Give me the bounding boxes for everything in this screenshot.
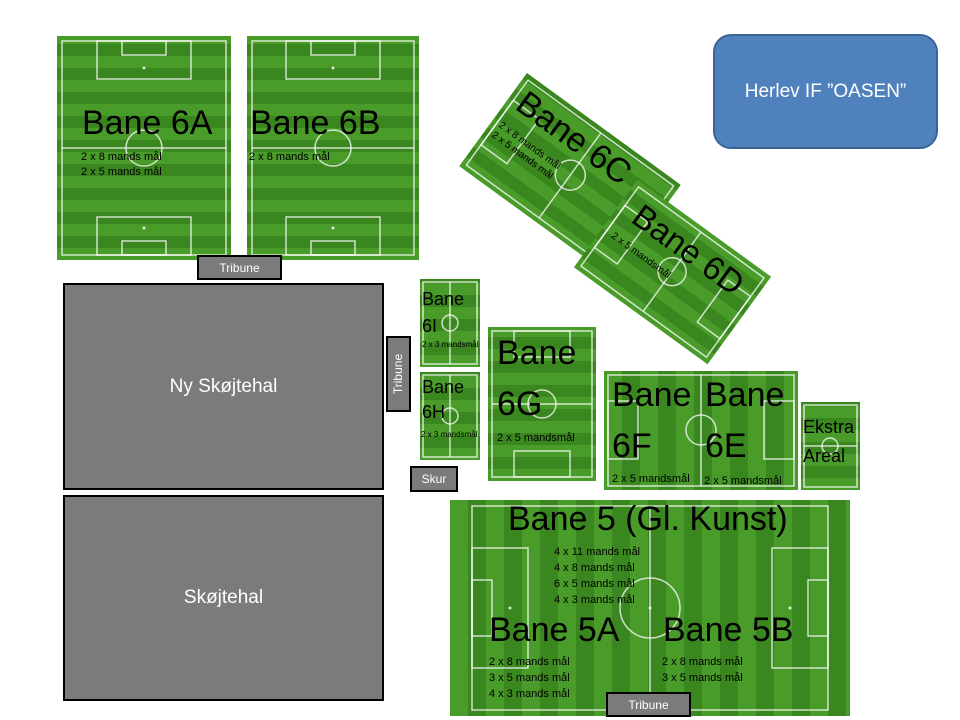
field-bane-6f-6e (604, 371, 798, 490)
field-note: 2 x 3 mandsmål (422, 340, 479, 349)
building-label: Skøjtehal (183, 587, 264, 608)
tribune-top: Tribune (197, 255, 282, 280)
field-note: 2 x 8 mands mål (662, 656, 743, 668)
field-label-bane-6b: Bane 6B (250, 104, 381, 142)
building-skojtehal: Skøjtehal (63, 495, 384, 701)
tribune-side: Tribune (386, 336, 411, 412)
tribune-bottom: Tribune (606, 692, 691, 717)
field-note: 2 x 5 mandsmål (704, 475, 782, 487)
field-note: 3 x 5 mands mål (489, 672, 570, 684)
field-label-bane-6f-line1: Bane (612, 376, 692, 414)
building-ny-skojtehal: Ny Skøjtehal (63, 283, 384, 490)
field-bane-5 (450, 500, 850, 716)
field-note: 2 x 5 mands mål (81, 166, 162, 178)
building-label: Ny Skøjtehal (169, 375, 278, 397)
field-note: 4 x 8 mands mål (554, 562, 635, 574)
field-label-ekstra: Ekstra (803, 417, 855, 437)
tribune-label: Tribune (628, 697, 669, 712)
tribune-label: Tribune (391, 353, 406, 395)
field-label-bane-6a: Bane 6A (82, 104, 213, 142)
field-label-bane-5a: Bane 5A (489, 611, 620, 649)
field-label-areal: Areal (803, 446, 846, 466)
field-label-bane-6i-line1: Bane (422, 289, 465, 309)
field-note: 2 x 3 mandsmål (421, 430, 478, 439)
field-label-bane-6h-line1: Bane (422, 377, 465, 397)
pitch-markings (251, 40, 415, 256)
club-title: Herlev IF ”OASEN” (744, 80, 907, 102)
field-note: 4 x 3 mands mål (554, 594, 635, 606)
field-note: 2 x 8 mands mål (249, 151, 330, 163)
field-label-bane-6f-line2: 6F (612, 427, 652, 465)
club-title-box: Herlev IF ”OASEN” (713, 34, 938, 149)
field-label-bane-5: Bane 5 (Gl. Kunst) (508, 500, 788, 538)
field-bane-6g (488, 327, 596, 481)
field-label-bane-6e-line1: Bane (705, 376, 785, 414)
field-note: 2 x 5 mandsmål (612, 473, 690, 485)
shed-skur: Skur (410, 466, 458, 492)
field-note: 4 x 3 mands mål (489, 688, 570, 700)
field-ekstra-areal (801, 402, 860, 490)
field-note: 2 x 8 mands mål (489, 656, 570, 668)
field-note: 2 x 5 mandsmål (497, 432, 575, 444)
field-note: 6 x 5 mands mål (554, 578, 635, 590)
field-bane-6a (57, 36, 231, 260)
field-label-bane-6e-line2: 6E (705, 427, 747, 465)
field-label-bane-6g-line1: Bane (497, 334, 577, 372)
pitch-markings (61, 40, 227, 256)
field-label-bane-6i-line2: 6I (422, 316, 438, 336)
tribune-label: Tribune (219, 260, 260, 275)
shed-label: Skur (421, 472, 447, 486)
field-note: 2 x 8 mands mål (81, 151, 162, 163)
field-label-bane-6g-line2: 6G (497, 385, 543, 423)
field-note: 3 x 5 mands mål (662, 672, 743, 684)
field-label-bane-6d: Bane 6D (625, 196, 752, 303)
field-bane-6h (420, 372, 480, 460)
field-label-bane-6h-line2: 6H (422, 402, 446, 422)
field-note: 4 x 11 mands mål (554, 546, 641, 558)
field-bane-6b (247, 36, 419, 260)
field-label-bane-5b: Bane 5B (663, 611, 794, 649)
